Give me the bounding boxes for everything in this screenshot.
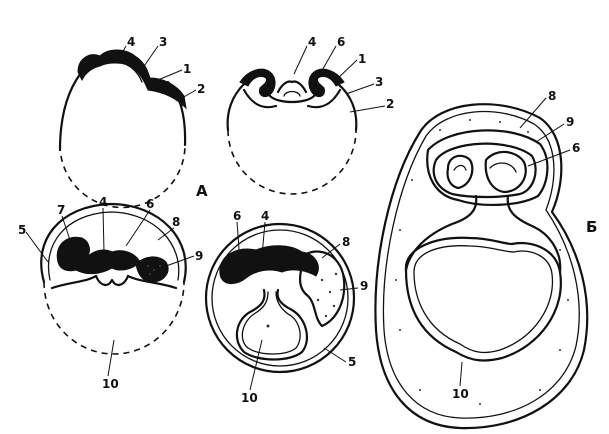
stage-3-label-7: 7 bbox=[57, 203, 65, 217]
stage-2-label-6: 6 bbox=[337, 35, 345, 49]
stage-2-label-1: 1 bbox=[358, 52, 366, 66]
stage-5-label-10: 10 bbox=[452, 387, 469, 401]
stage-4-label-5: 5 bbox=[348, 355, 356, 369]
stage-3-labels: 5 7 4 6 8 9 10 bbox=[18, 195, 203, 391]
stage-3-label-4: 4 bbox=[99, 195, 107, 209]
stage-1-outer-arc bbox=[58, 66, 87, 152]
stage-1-label-4: 4 bbox=[127, 35, 135, 49]
stage-3-label-8: 8 bbox=[172, 215, 180, 229]
stage-1-label-3: 3 bbox=[159, 35, 167, 49]
stage-4-label-9: 9 bbox=[360, 279, 368, 293]
stage-5-label-8: 8 bbox=[548, 89, 556, 103]
stage-2-label-2: 2 bbox=[386, 97, 394, 111]
stage-5-stippling bbox=[395, 119, 569, 405]
stage-1-embryonic-layers bbox=[77, 49, 187, 110]
stage-4-embryo bbox=[219, 245, 319, 284]
stage-5-label-9: 9 bbox=[566, 115, 574, 129]
stage-2-labels: 4 6 1 3 2 bbox=[293, 35, 394, 113]
stage-3-yolk-sac-outline bbox=[43, 281, 185, 355]
stage-3-label-9: 9 bbox=[195, 249, 203, 263]
stage-5-allantois bbox=[426, 129, 549, 207]
stage-4-label-10: 10 bbox=[241, 391, 258, 405]
panel-label-B: Б bbox=[586, 218, 597, 236]
stage-4-labels: 6 4 8 9 5 10 bbox=[233, 209, 368, 405]
stage-1-yolk-sac-outline bbox=[59, 144, 186, 209]
panel-label-A: А bbox=[196, 182, 208, 200]
stage-3-label-10: 10 bbox=[102, 377, 119, 391]
stage-3-chorion bbox=[40, 202, 187, 284]
stage-3-drawing bbox=[40, 202, 187, 355]
stage-4-label-8: 8 bbox=[342, 235, 350, 249]
stage-3-label-6: 6 bbox=[146, 197, 154, 211]
stage-4-allantois bbox=[299, 250, 346, 328]
stage-5-amnion bbox=[432, 142, 537, 199]
stage-2-yolk-sac-outline bbox=[227, 129, 357, 195]
stage-4-chorion bbox=[204, 222, 356, 374]
stage-1-label-1: 1 bbox=[183, 62, 191, 76]
stage-5-outer-shell bbox=[374, 103, 589, 430]
stage-2-label-4: 4 bbox=[308, 35, 316, 49]
stage-2-label-3: 3 bbox=[375, 75, 383, 89]
stage-5-yolk-sac bbox=[404, 236, 562, 362]
stage-1-drawing bbox=[58, 49, 187, 209]
stage-3-label-5: 5 bbox=[18, 223, 26, 237]
stage-3-allantois bbox=[135, 256, 169, 283]
stage-4-label-4: 4 bbox=[261, 209, 269, 223]
stage-1-label-2: 2 bbox=[197, 82, 205, 96]
stage-4-yolk-sac bbox=[235, 288, 309, 361]
stage-5-drawing bbox=[374, 103, 589, 430]
stage-4-drawing bbox=[204, 222, 356, 374]
stage-2-drawing bbox=[226, 68, 358, 195]
stage-5-embryo bbox=[446, 154, 474, 190]
stage-4-label-6: 6 bbox=[233, 209, 241, 223]
stage-2-amniotic-folds bbox=[239, 68, 276, 97]
stage-5-labels: 8 9 6 10 bbox=[452, 89, 580, 401]
stage-1-labels: 4 3 1 2 bbox=[117, 35, 205, 99]
stage-5-label-6: 6 bbox=[572, 141, 580, 155]
